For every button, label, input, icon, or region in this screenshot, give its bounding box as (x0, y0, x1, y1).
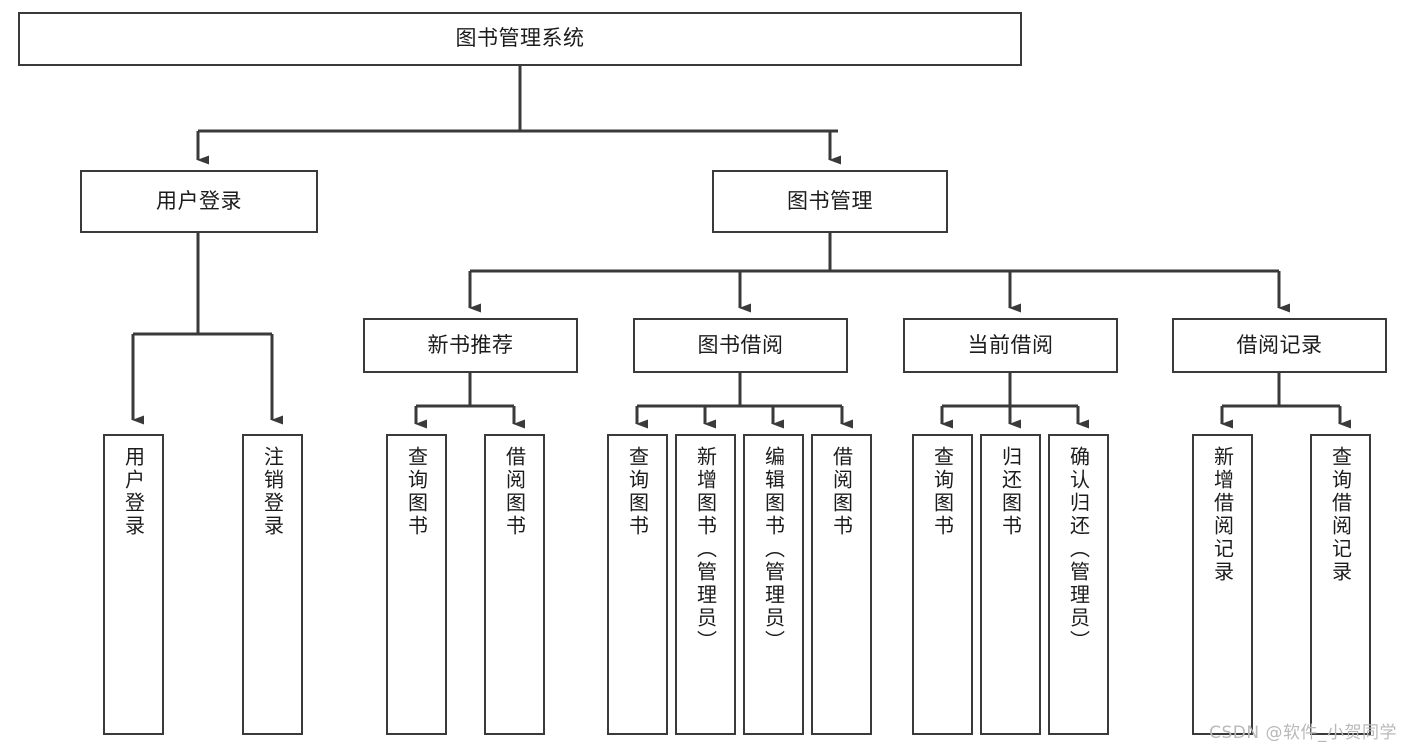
leaf-borrow-book-2[interactable]: 借阅图书 (811, 434, 872, 735)
leaf-query-book-3[interactable]: 查询图书 (912, 434, 973, 735)
leaf-add-record-label: 新增借阅记录 (1210, 446, 1235, 584)
node-new-book-recommend-label: 新书推荐 (427, 332, 514, 357)
leaf-query-book-2-label: 查询图书 (625, 446, 650, 538)
leaf-user-login-label: 用户登录 (121, 446, 146, 538)
leaf-add-book-label: 新增图书（管理员） (693, 446, 718, 653)
node-book-borrow-label: 图书借阅 (697, 332, 784, 357)
node-borrow-record-label: 借阅记录 (1236, 332, 1323, 357)
leaf-return-book[interactable]: 归还图书 (980, 434, 1041, 735)
leaf-query-book-1[interactable]: 查询图书 (386, 434, 447, 735)
node-new-book-recommend[interactable]: 新书推荐 (363, 318, 578, 373)
leaf-confirm-return-label: 确认归还（管理员） (1066, 446, 1091, 653)
node-book-manage[interactable]: 图书管理 (712, 170, 948, 233)
leaf-query-record-label: 查询借阅记录 (1328, 446, 1353, 584)
leaf-confirm-return[interactable]: 确认归还（管理员） (1048, 434, 1109, 735)
leaf-query-book-2[interactable]: 查询图书 (607, 434, 668, 735)
leaf-return-book-label: 归还图书 (998, 446, 1023, 538)
node-current-borrow-label: 当前借阅 (967, 332, 1054, 357)
leaf-user-logout[interactable]: 注销登录 (242, 434, 303, 735)
node-user-login[interactable]: 用户登录 (80, 170, 318, 233)
leaf-user-logout-label: 注销登录 (260, 446, 285, 538)
leaf-edit-book-label: 编辑图书（管理员） (761, 446, 786, 653)
leaf-borrow-book-1-label: 借阅图书 (502, 446, 527, 538)
leaf-query-record[interactable]: 查询借阅记录 (1310, 434, 1371, 735)
leaf-add-book[interactable]: 新增图书（管理员） (675, 434, 736, 735)
node-book-borrow[interactable]: 图书借阅 (633, 318, 848, 373)
leaf-edit-book[interactable]: 编辑图书（管理员） (743, 434, 804, 735)
leaf-user-login[interactable]: 用户登录 (103, 434, 164, 735)
leaf-borrow-book-2-label: 借阅图书 (829, 446, 854, 538)
leaf-query-book-3-label: 查询图书 (930, 446, 955, 538)
node-book-manage-label: 图书管理 (787, 188, 873, 213)
leaf-borrow-book-1[interactable]: 借阅图书 (484, 434, 545, 735)
node-root-label: 图书管理系统 (455, 26, 585, 51)
node-borrow-record[interactable]: 借阅记录 (1172, 318, 1387, 373)
node-current-borrow[interactable]: 当前借阅 (903, 318, 1118, 373)
leaf-add-record[interactable]: 新增借阅记录 (1192, 434, 1253, 735)
leaf-query-book-1-label: 查询图书 (404, 446, 429, 538)
node-root[interactable]: 图书管理系统 (18, 12, 1022, 66)
node-user-login-label: 用户登录 (156, 188, 242, 213)
